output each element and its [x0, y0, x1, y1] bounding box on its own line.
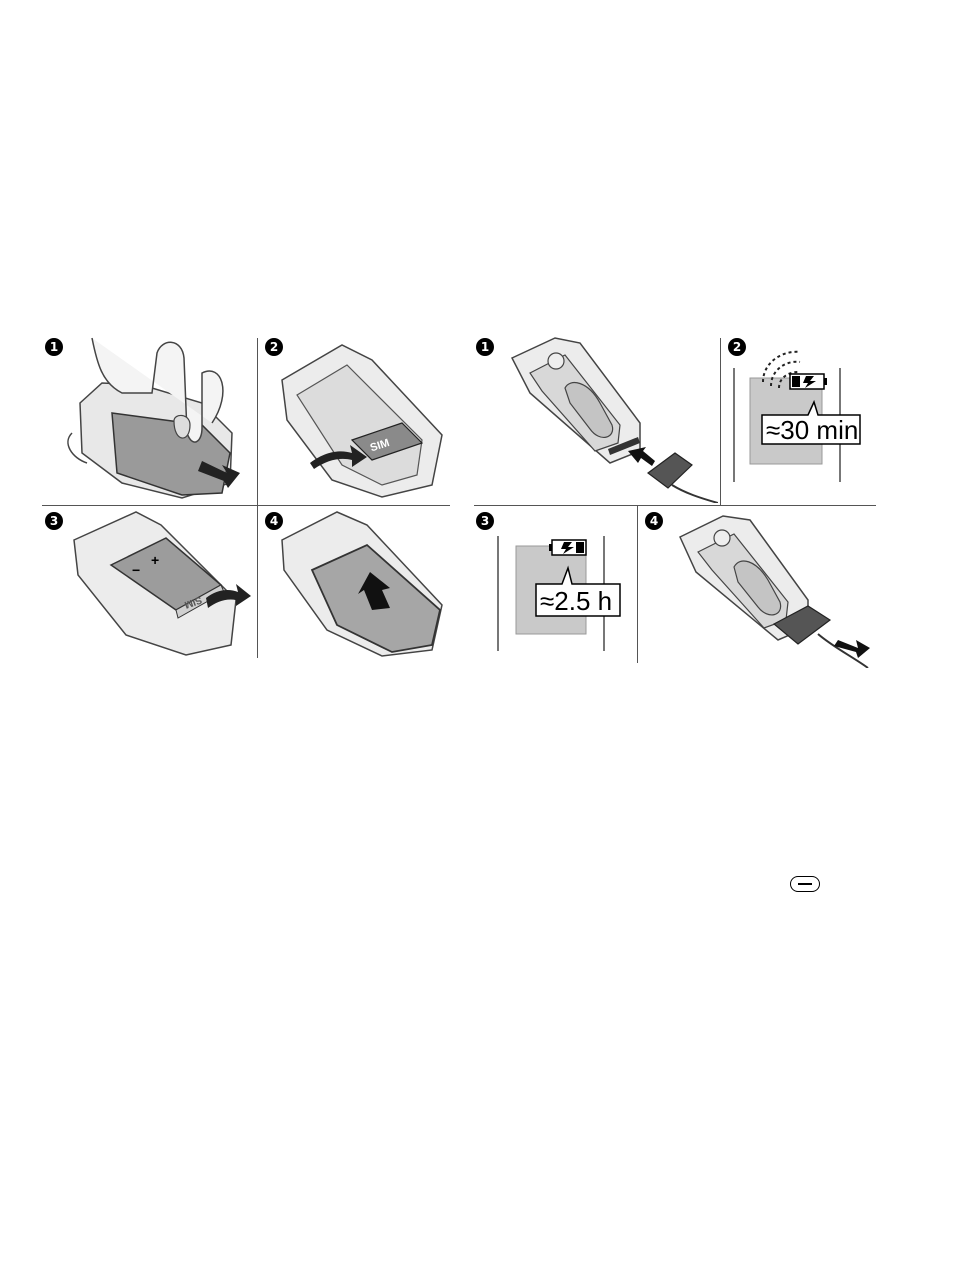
- remove-battery-cover-illustration: [62, 333, 250, 503]
- battery-plus: +: [151, 552, 159, 568]
- insert-sim-illustration: SIM: [272, 335, 444, 503]
- insert-battery-illustration: + − SIM: [66, 510, 252, 658]
- step-marker: 1: [476, 338, 494, 356]
- charging-30-min-illustration: ≈30 min: [728, 340, 878, 485]
- disconnect-charger-illustration: [668, 512, 876, 668]
- charging-2-5-h-illustration: ≈2.5 h: [494, 534, 626, 654]
- battery-charging-icon: [790, 374, 827, 389]
- step-marker: 4: [645, 512, 663, 530]
- callout-2-5-h: ≈2.5 h: [540, 586, 612, 616]
- softkey-icon: [790, 876, 820, 892]
- connect-charger-illustration: [500, 333, 718, 503]
- battery-minus: −: [132, 562, 140, 578]
- callout-30-min: ≈30 min: [766, 415, 858, 445]
- right-vertical-divider-bottom: [637, 506, 638, 663]
- right-vertical-divider-top: [720, 338, 721, 505]
- left-vertical-divider: [257, 338, 258, 658]
- replace-battery-cover-illustration: [272, 510, 450, 658]
- step-marker: 3: [45, 512, 63, 530]
- right-horizontal-divider: [474, 505, 876, 506]
- battery-charging-icon: [549, 540, 586, 555]
- step-marker: 1: [45, 338, 63, 356]
- step-marker: 3: [476, 512, 494, 530]
- left-horizontal-divider: [42, 505, 450, 506]
